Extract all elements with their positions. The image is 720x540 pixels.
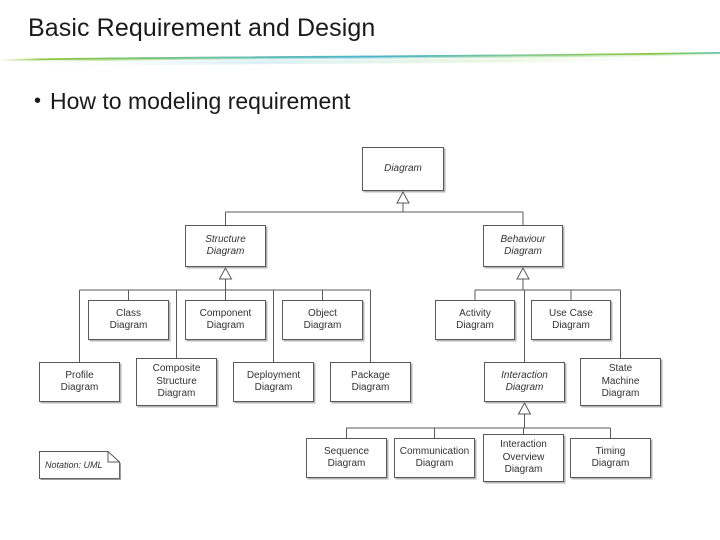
page-title: Basic Requirement and Design [28, 14, 376, 42]
bullet-marker: • [34, 90, 42, 112]
node-label: Diagram [384, 162, 422, 174]
node-diagram[interactable]: Diagram [362, 147, 444, 191]
notation-note-label: Notation: UML [45, 460, 103, 470]
note-shape-icon [39, 451, 121, 480]
bullet-item: • How to modeling requirement [34, 84, 350, 118]
generalization-arrow-icon [218, 266, 233, 280]
bullet-label: How to modeling requirement [50, 88, 351, 114]
generalization-arrow-icon [396, 190, 410, 204]
notation-note: Notation: UML [38, 450, 121, 480]
generalization-arrow-icon [517, 401, 532, 415]
generalization-arrow-icon [516, 266, 530, 280]
